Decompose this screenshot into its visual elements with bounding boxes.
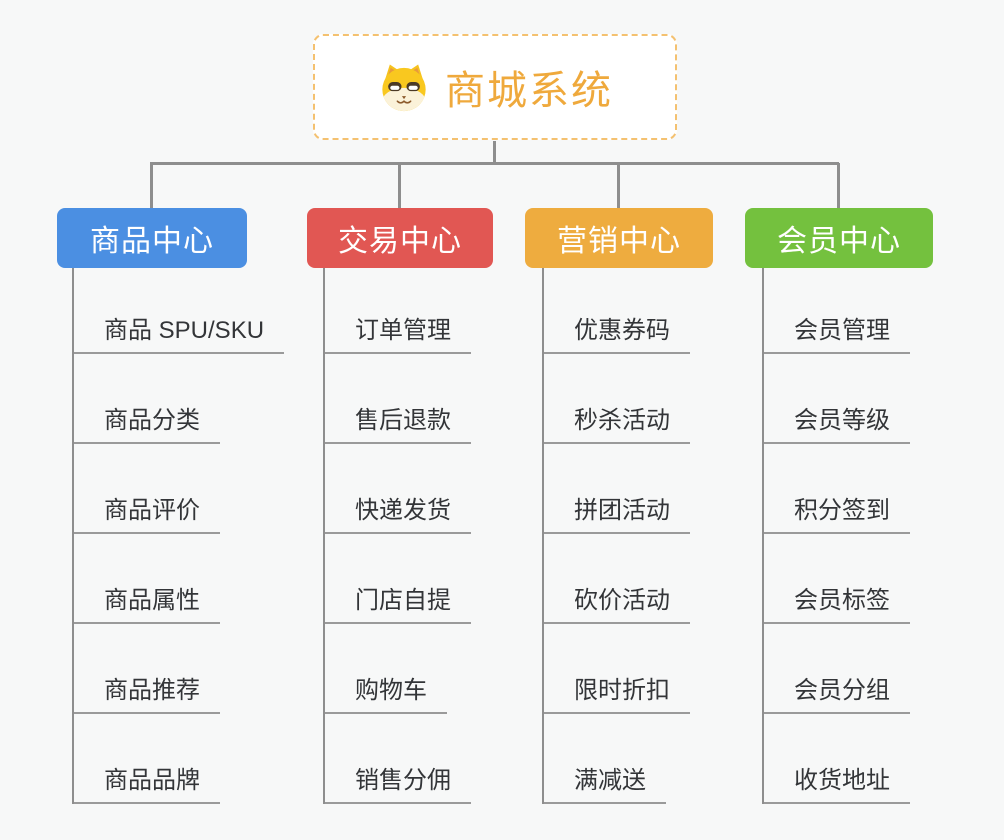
branch-drop-connector xyxy=(398,163,401,208)
leaf-node[interactable]: 会员管理 xyxy=(764,308,910,354)
leaf-node[interactable]: 限时折扣 xyxy=(544,668,690,714)
leaf-node[interactable]: 收货地址 xyxy=(764,758,910,804)
branch-children-trade-center: 订单管理 售后退款 快递发货 门店自提 购物车 销售分佣 xyxy=(323,268,471,804)
leaf-node[interactable]: 会员等级 xyxy=(764,398,910,444)
branch-label: 会员中心 xyxy=(777,225,901,258)
leaf-node[interactable]: 满减送 xyxy=(544,758,666,804)
leaf-node[interactable]: 商品推荐 xyxy=(74,668,220,714)
branch-node-product-center[interactable]: 商品中心 xyxy=(57,208,247,268)
leaf-node[interactable]: 快递发货 xyxy=(325,488,471,534)
branch-label: 营销中心 xyxy=(557,225,681,258)
leaf-node[interactable]: 积分签到 xyxy=(764,488,910,534)
branch-node-marketing-center[interactable]: 营销中心 xyxy=(525,208,713,268)
root-node-title: 商城系统 xyxy=(445,69,613,113)
leaf-node[interactable]: 商品分类 xyxy=(74,398,220,444)
branch-label: 商品中心 xyxy=(90,225,214,258)
leaf-node[interactable]: 商品属性 xyxy=(74,578,220,624)
dog-face-icon xyxy=(382,64,426,112)
leaf-node[interactable]: 商品评价 xyxy=(74,488,220,534)
branch-label: 交易中心 xyxy=(338,225,462,258)
branch-node-trade-center[interactable]: 交易中心 xyxy=(307,208,493,268)
branch-children-marketing-center: 优惠券码 秒杀活动 拼团活动 砍价活动 限时折扣 满减送 xyxy=(542,268,690,804)
branch-node-member-center[interactable]: 会员中心 xyxy=(745,208,933,268)
leaf-node[interactable]: 拼团活动 xyxy=(544,488,690,534)
branch-children-member-center: 会员管理 会员等级 积分签到 会员标签 会员分组 收货地址 xyxy=(762,268,910,804)
leaf-node[interactable]: 商品品牌 xyxy=(74,758,220,804)
leaf-node[interactable]: 门店自提 xyxy=(325,578,471,624)
leaf-node[interactable]: 销售分佣 xyxy=(325,758,471,804)
root-node[interactable]: 商城系统 xyxy=(313,34,677,140)
leaf-node[interactable]: 商品 SPU/SKU xyxy=(74,308,285,354)
leaf-node[interactable]: 砍价活动 xyxy=(544,578,690,624)
branch-children-product-center: 商品 SPU/SKU 商品分类 商品评价 商品属性 商品推荐 商品品牌 xyxy=(72,268,285,804)
leaf-node[interactable]: 购物车 xyxy=(325,668,447,714)
branch-drop-connector xyxy=(837,163,840,208)
branch-drop-connector xyxy=(617,163,620,208)
branch-rail-connector xyxy=(150,162,839,165)
leaf-node[interactable]: 售后退款 xyxy=(325,398,471,444)
leaf-node[interactable]: 秒杀活动 xyxy=(544,398,690,444)
leaf-node[interactable]: 优惠券码 xyxy=(544,308,690,354)
root-stem-connector xyxy=(493,141,496,164)
leaf-node[interactable]: 会员标签 xyxy=(764,578,910,624)
leaf-node[interactable]: 会员分组 xyxy=(764,668,910,714)
leaf-node[interactable]: 订单管理 xyxy=(325,308,471,354)
branch-drop-connector xyxy=(150,163,153,208)
